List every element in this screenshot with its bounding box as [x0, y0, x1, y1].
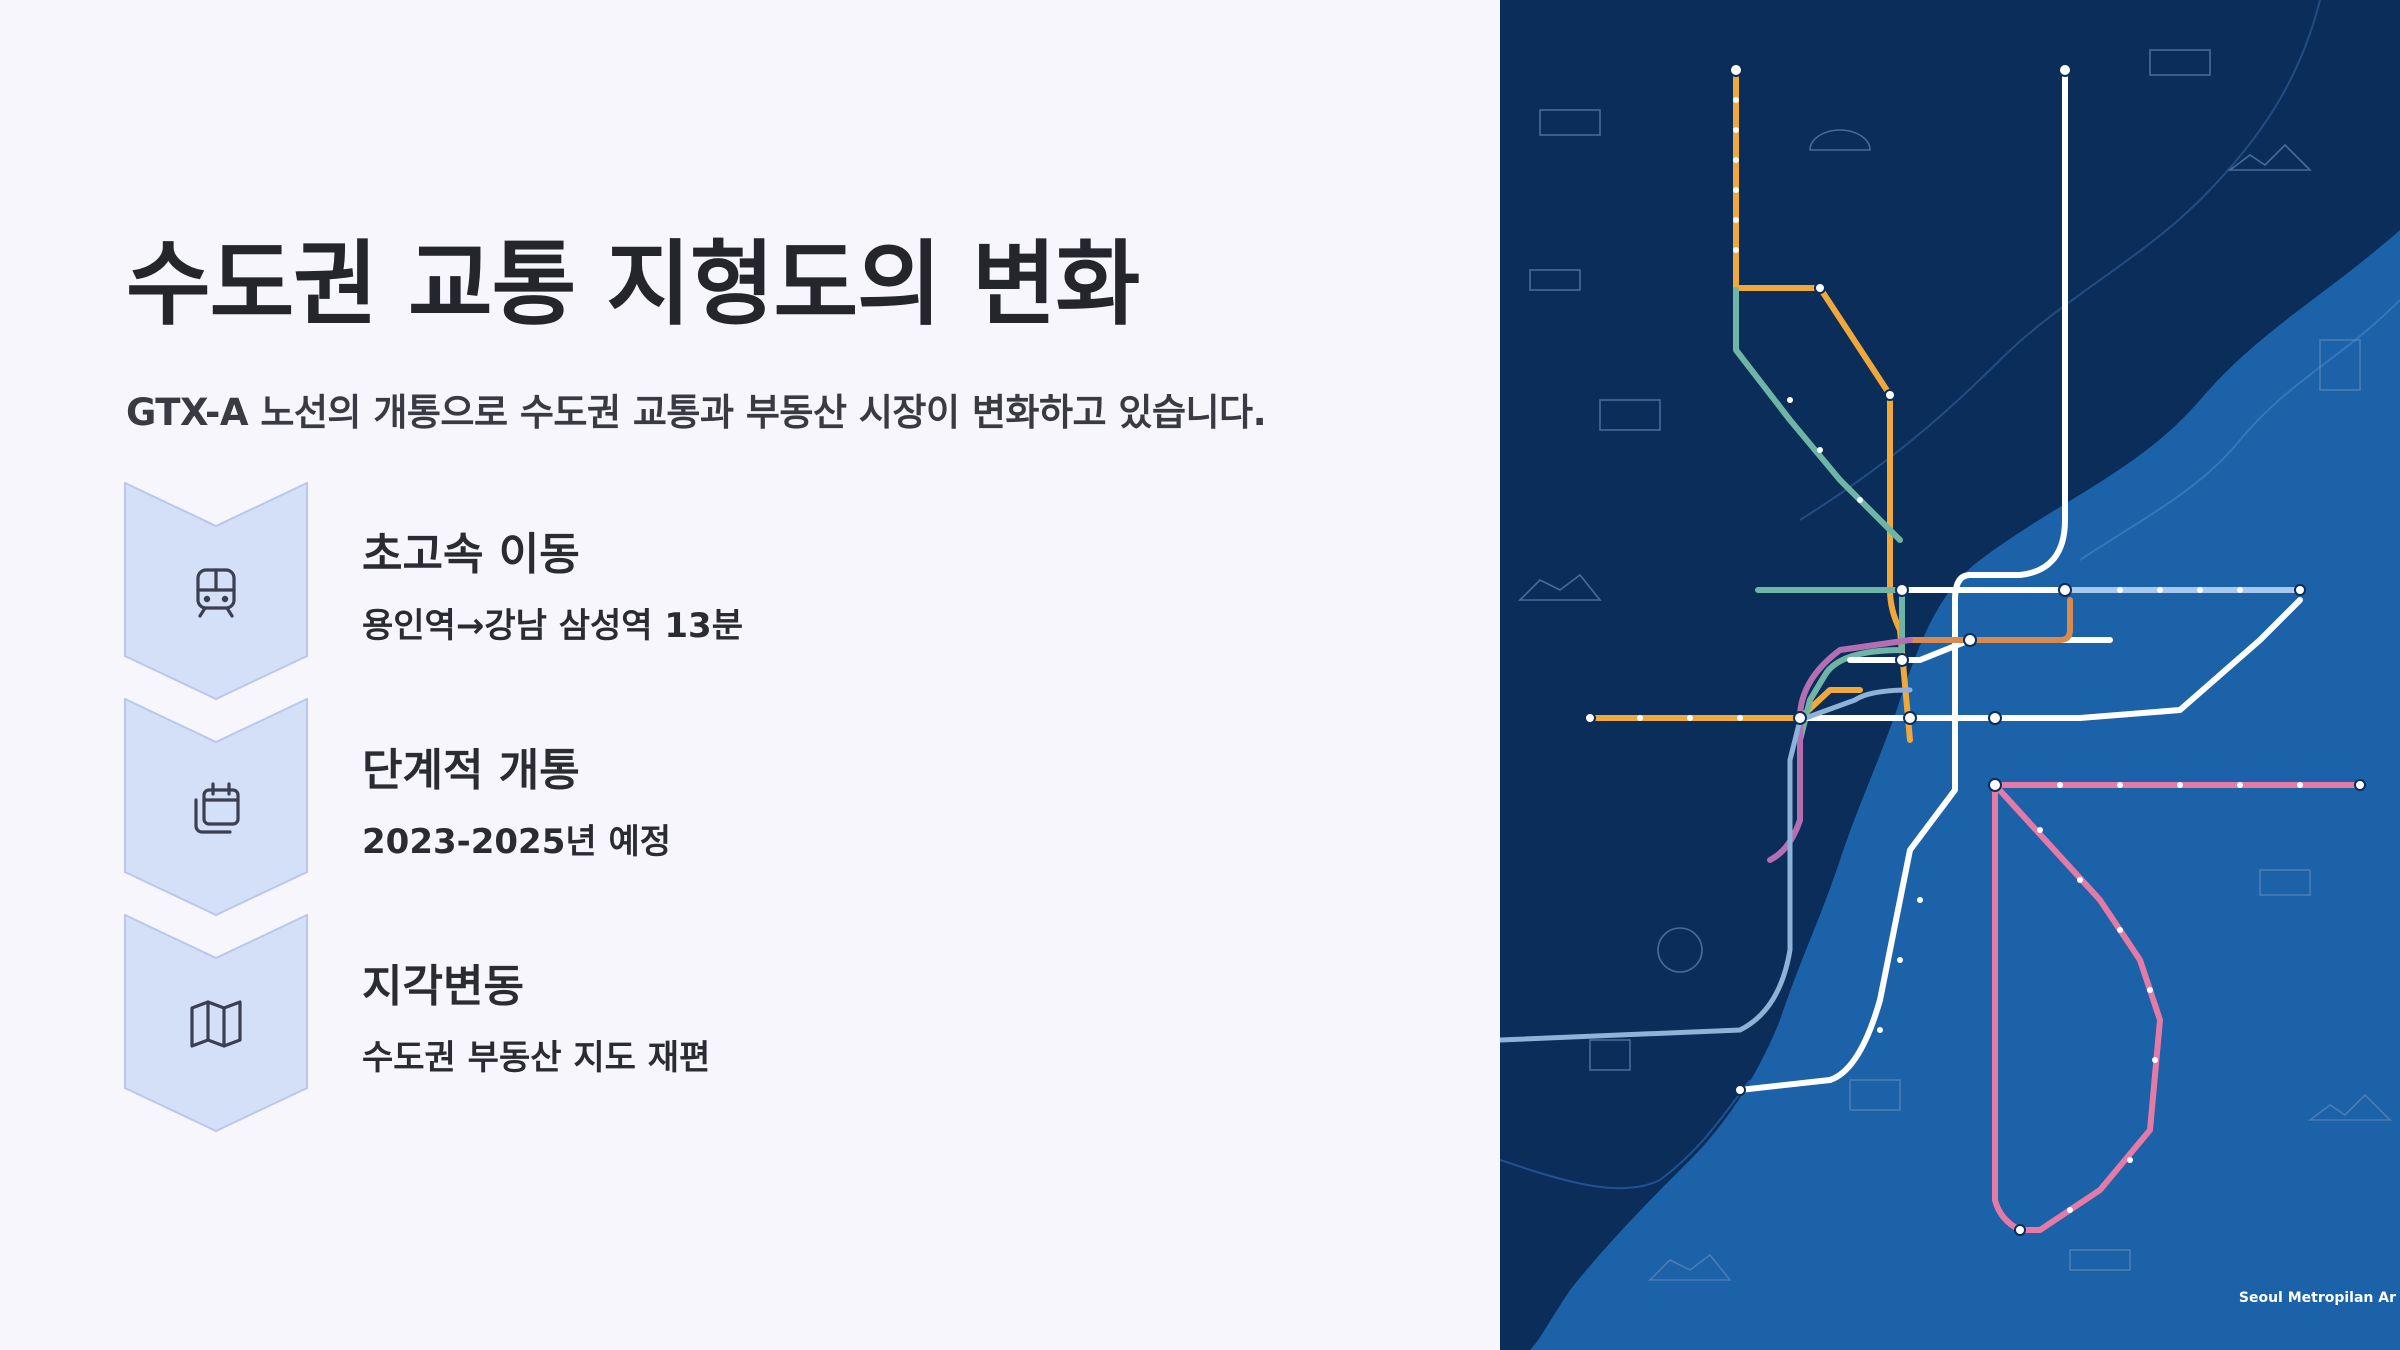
- content-panel: 수도권 교통 지형도의 변화 GTX-A 노선의 개통으로 수도권 교통과 부동…: [124, 231, 1424, 1132]
- page-title: 수도권 교통 지형도의 변화: [126, 231, 1140, 338]
- step-title-3: 지각변동: [362, 961, 524, 1012]
- step-description-2: 2023-2025년 예정: [362, 822, 672, 862]
- map-credit-text: Seoul Metropilan Ar: [2238, 1290, 2396, 1306]
- step-list: 초고속 이동 용인역→강남 삼성역 13분 단계적 개통 2023-2025년 …: [124, 482, 1424, 1132]
- step-chevron-3: [124, 914, 308, 1132]
- step-description-3: 수도권 부동산 지도 재편: [362, 1038, 711, 1078]
- step-chevron-2: [124, 698, 308, 916]
- step-title-1: 초고속 이동: [362, 529, 580, 580]
- step-description-1: 용인역→강남 삼성역 13분: [362, 606, 743, 646]
- train-icon: [186, 562, 246, 622]
- step-title-2: 단계적 개통: [362, 745, 580, 796]
- calendar-icon: [186, 778, 246, 838]
- page-subtitle: GTX-A 노선의 개통으로 수도권 교통과 부동산 시장이 변화하고 있습니다…: [126, 391, 1267, 434]
- map-icon: [186, 994, 246, 1054]
- metro-map-illustration: Seoul Metropilan Ar: [1500, 0, 2400, 1350]
- metro-map-graphic: [1500, 0, 2400, 1350]
